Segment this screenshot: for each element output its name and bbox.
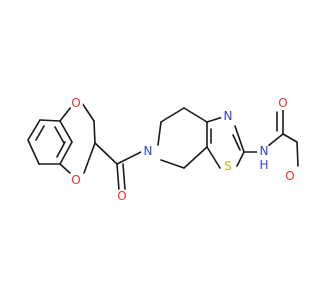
atom-nitrogen-label: N bbox=[144, 144, 153, 158]
bond bbox=[282, 133, 298, 143]
atom-labels: O O O N N S N H O O bbox=[69, 96, 297, 203]
bond bbox=[234, 125, 245, 153]
bond bbox=[122, 163, 126, 191]
bond bbox=[94, 142, 118, 165]
atom-oxygen-label: O bbox=[71, 173, 80, 187]
bond bbox=[27, 119, 41, 141]
molecule-diagram: O O O N N S N H O O bbox=[27, 96, 299, 203]
bond bbox=[236, 151, 245, 167]
atom-oxygen-label: O bbox=[285, 169, 294, 183]
bond bbox=[35, 125, 45, 141]
bond bbox=[206, 146, 221, 169]
bond bbox=[54, 126, 65, 144]
bond bbox=[160, 159, 185, 169]
atom-oxygen-label: O bbox=[117, 189, 126, 203]
bond bbox=[160, 107, 185, 123]
bond bbox=[116, 151, 142, 165]
bond bbox=[39, 119, 61, 122]
bond bbox=[81, 102, 95, 122]
bond bbox=[116, 163, 120, 191]
atom-oxygen-label: O bbox=[71, 96, 80, 110]
bond bbox=[157, 121, 162, 146]
atom-oxygen-label: O bbox=[278, 96, 287, 110]
structure-svg: O O O N N S N H O O bbox=[27, 96, 299, 203]
bond bbox=[83, 142, 96, 174]
atom-sulfur-label: S bbox=[224, 159, 232, 173]
bond bbox=[267, 133, 284, 147]
atom-hydrogen-label: H bbox=[259, 158, 268, 172]
bonds bbox=[27, 102, 299, 191]
atom-nitrogen-label: N bbox=[260, 144, 269, 158]
bond bbox=[59, 120, 73, 143]
bond bbox=[232, 134, 241, 151]
bond bbox=[59, 141, 73, 165]
bond bbox=[183, 146, 208, 169]
bond bbox=[59, 106, 72, 122]
bond bbox=[296, 141, 299, 167]
bond bbox=[183, 107, 208, 123]
bond bbox=[56, 141, 66, 158]
bond bbox=[59, 163, 71, 174]
bond bbox=[206, 116, 224, 123]
bond bbox=[27, 139, 40, 165]
atom-nitrogen-label: N bbox=[224, 109, 233, 123]
bond bbox=[93, 120, 96, 144]
